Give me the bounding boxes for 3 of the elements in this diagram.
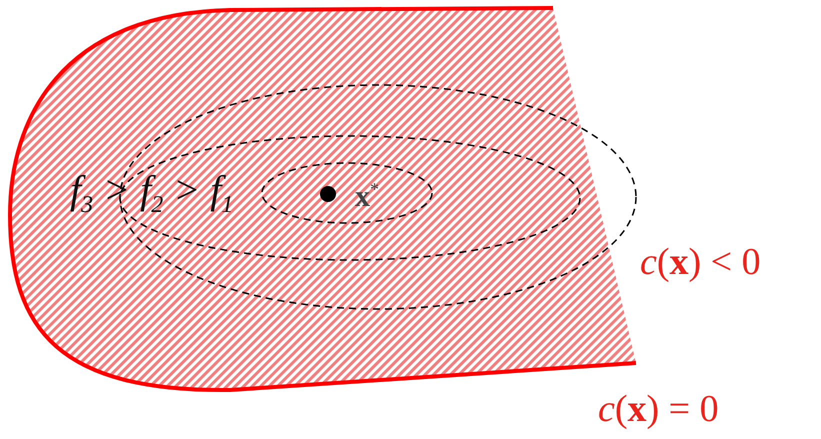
function-value-inequality: f$_{3}$ > f$_{2}$ > f$_{1}$ [70, 170, 234, 217]
constraint-boundary-label: c(x) = 0 [598, 390, 719, 428]
infeasible-region-label: c(x) < 0 [640, 243, 761, 281]
